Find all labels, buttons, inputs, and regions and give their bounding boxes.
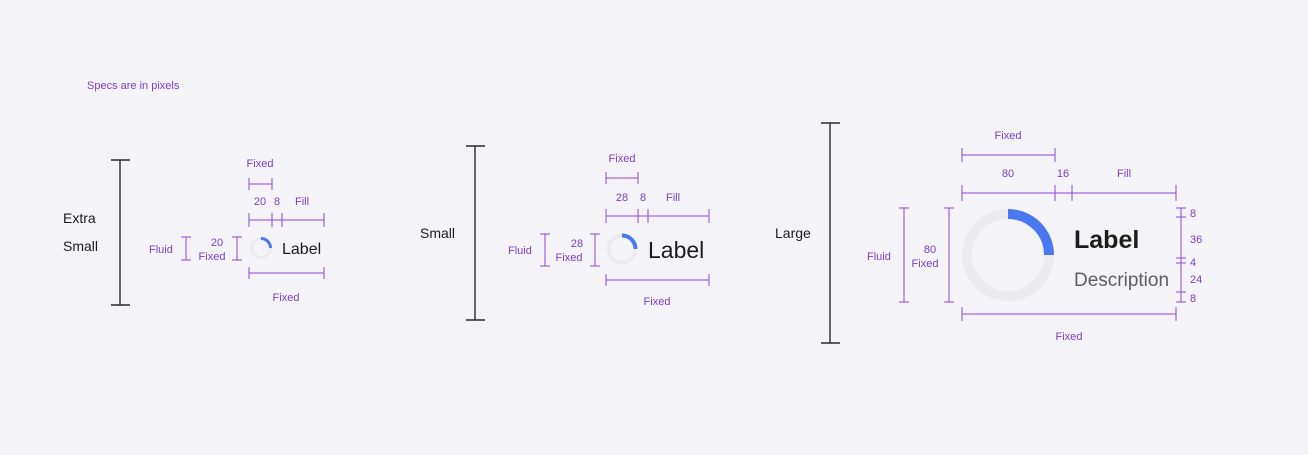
large-v-pad-bottom-label: 8 [1190, 293, 1196, 305]
xs-width-spinner-label: 20 [254, 196, 266, 208]
large-width-fill-label: Fill [1117, 168, 1131, 180]
large-fluid-label: Fluid [867, 251, 891, 263]
xs-size-label-line1: Extra [63, 210, 96, 226]
small-component-label: Label [648, 237, 704, 263]
variant-extra-small: Extra Small Fixed 20 8 Fill Fluid 20 [63, 158, 325, 306]
small-size-label: Small [420, 225, 455, 241]
small-width-gap-label: 8 [640, 192, 646, 204]
large-top-fixed-dim [961, 148, 1056, 162]
xs-width-dim [248, 213, 325, 227]
small-height-fixed-label: Fixed [556, 252, 583, 264]
small-spinner-arc [621, 233, 638, 250]
large-component-label: Label [1074, 226, 1139, 254]
small-bottom-fixed-dim [605, 274, 710, 286]
large-size-label: Large [775, 225, 811, 241]
large-bottom-fixed-label: Fixed [1056, 331, 1083, 343]
large-vertical-spacing-dim [1176, 207, 1186, 303]
small-height-dim [590, 233, 600, 267]
xs-fluid-label: Fluid [149, 244, 173, 256]
variant-small: Small Fixed 28 8 Fill Fluid 28 Fixed [420, 145, 710, 321]
small-width-fill-label: Fill [666, 192, 680, 204]
small-height-value-label: 28 [571, 238, 583, 250]
large-width-spinner-label: 80 [1002, 168, 1014, 180]
variant-large: Large Fixed 80 16 Fill Fluid 80 Fixed [775, 122, 1202, 344]
small-top-fixed-label: Fixed [609, 153, 636, 165]
small-bottom-fixed-label: Fixed [644, 296, 671, 308]
large-top-fixed-label: Fixed [995, 130, 1022, 142]
large-component-description: Description [1074, 270, 1169, 291]
xs-progress-spinner [250, 237, 272, 259]
small-top-fixed-dim [605, 172, 639, 184]
large-width-gap-label: 16 [1057, 168, 1069, 180]
small-width-spinner-label: 28 [616, 192, 628, 204]
large-v-pad-top-label: 8 [1190, 208, 1196, 220]
xs-component-label: Label [282, 241, 321, 258]
xs-size-label-line2: Small [63, 238, 98, 254]
large-size-range-bar [821, 122, 840, 344]
large-width-dim [961, 185, 1177, 201]
xs-height-fixed-label: Fixed [199, 251, 226, 263]
large-fluid-dim [899, 207, 909, 303]
xs-width-gap-label: 8 [274, 196, 280, 208]
large-progress-spinner [962, 209, 1054, 301]
small-fluid-label: Fluid [508, 245, 532, 257]
small-progress-spinner [606, 233, 638, 265]
large-v-label-height-label: 36 [1190, 234, 1202, 246]
xs-size-range-bar [111, 159, 130, 306]
large-bottom-fixed-dim [961, 307, 1177, 321]
large-v-gap-label: 4 [1190, 257, 1196, 269]
xs-height-value-label: 20 [211, 237, 223, 249]
xs-top-fixed-dim [248, 178, 273, 190]
large-height-value-label: 80 [924, 244, 936, 256]
specs-note: Specs are in pixels [87, 80, 180, 92]
large-v-desc-height-label: 24 [1190, 274, 1202, 286]
xs-height-dim [232, 236, 242, 261]
xs-spinner-arc [260, 237, 272, 249]
xs-width-fill-label: Fill [295, 196, 309, 208]
large-height-dim [944, 207, 954, 303]
small-width-dim [605, 209, 710, 223]
large-spinner-arc [1007, 209, 1054, 256]
large-height-fixed-label: Fixed [912, 258, 939, 270]
xs-bottom-fixed-dim [248, 267, 325, 279]
xs-fluid-dim [181, 236, 191, 261]
small-fluid-dim [540, 233, 550, 267]
small-size-range-bar [466, 145, 485, 321]
xs-bottom-fixed-label: Fixed [273, 292, 300, 304]
xs-top-fixed-label: Fixed [247, 158, 274, 170]
